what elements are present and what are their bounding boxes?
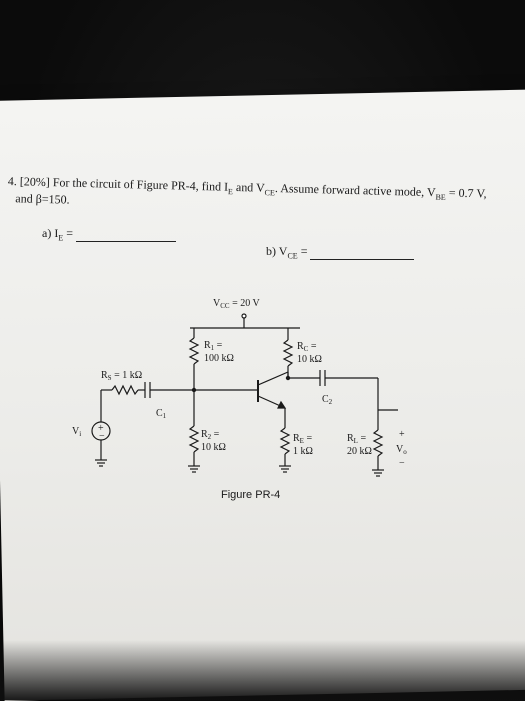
answer-a: a) IE = xyxy=(42,226,176,243)
ground-r2-icon xyxy=(188,465,200,473)
vo-minus: − xyxy=(399,458,405,469)
ground-source-icon xyxy=(95,459,107,467)
vcc-terminal xyxy=(241,313,247,319)
r1-value: 100 kΩ xyxy=(204,353,234,364)
rc-label: RC = xyxy=(297,341,317,353)
answer-b-subscript: CE xyxy=(287,251,298,261)
c1-label: C1 xyxy=(156,408,167,420)
photo-bottom-shadow xyxy=(0,640,525,700)
answer-b-label: b) V xyxy=(266,244,288,258)
r1-resistor xyxy=(188,337,200,365)
re-resistor xyxy=(279,427,291,455)
collector-junction xyxy=(285,375,291,381)
re-value: 1 kΩ xyxy=(293,446,313,457)
ground-rl-icon xyxy=(372,469,384,477)
r1-label: R1 = xyxy=(204,340,223,352)
answer-b: b) VCE = xyxy=(266,244,415,261)
answer-b-eq: = xyxy=(297,244,308,258)
answer-a-label: a) I xyxy=(42,226,59,240)
emitter-arrow-icon xyxy=(277,400,287,409)
answer-a-subscript: E xyxy=(58,233,64,243)
ground-re-icon xyxy=(279,465,291,473)
rs-label: RS = 1 kΩ xyxy=(101,370,142,382)
rs-resistor xyxy=(111,384,139,396)
r2-resistor xyxy=(188,425,200,453)
vi-label: Vi xyxy=(72,426,81,438)
r2-label: R2 = xyxy=(201,429,220,441)
rc-value: 10 kΩ xyxy=(297,354,322,365)
figure-caption: Figure PR-4 xyxy=(221,489,281,501)
vcc-label: VCC = 20 V xyxy=(213,298,261,310)
rc-resistor xyxy=(282,339,294,367)
source-minus-sign: − xyxy=(99,431,105,442)
rl-label: RL = xyxy=(347,433,366,445)
vo-label: Vo xyxy=(396,444,407,456)
rl-resistor xyxy=(372,429,384,457)
transistor-collector xyxy=(257,371,289,386)
source-plus-sign: + xyxy=(98,423,104,434)
answer-b-blank[interactable] xyxy=(310,247,415,261)
c2-label: C2 xyxy=(322,394,333,406)
r2-value: 10 kΩ xyxy=(201,442,226,453)
vo-plus: + xyxy=(399,429,405,440)
answer-a-blank[interactable] xyxy=(76,229,176,243)
rl-value: 20 kΩ xyxy=(347,446,372,457)
answer-a-eq: = xyxy=(63,226,73,240)
re-label: RE = xyxy=(293,433,312,445)
